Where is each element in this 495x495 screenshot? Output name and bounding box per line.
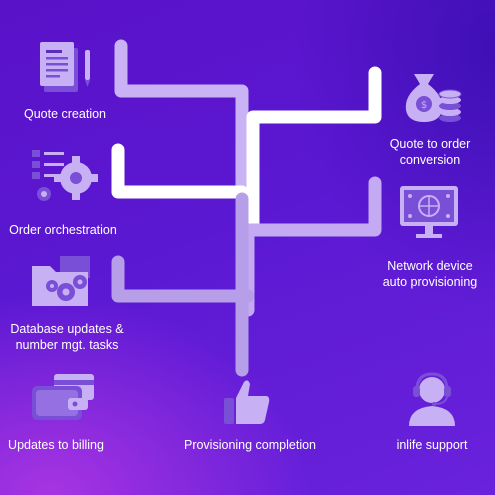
step-label-quote-to-order: Quote to order conversion xyxy=(365,136,495,168)
checklist-gear-icon xyxy=(30,148,100,204)
step-label-order-orchestration: Order orchestration xyxy=(9,223,117,237)
step-label-quote-creation: Quote creation xyxy=(24,107,106,121)
step-label-provisioning-completion: Provisioning completion xyxy=(183,438,316,452)
document-pen-icon xyxy=(38,40,100,96)
step-label-quote-to-order-line1: Quote to order xyxy=(389,137,471,151)
flow-line-conversion xyxy=(246,66,382,232)
flow-line-orchestration xyxy=(111,143,249,199)
step-label-database-updates: Database updates & number mgt. tasks xyxy=(0,321,134,353)
step-label-database-updates-line2: number mgt. tasks xyxy=(15,338,119,352)
svg-text:$: $ xyxy=(421,100,427,111)
money-bag-coins-icon: $ xyxy=(400,66,466,126)
step-label-network-device: Network device auto provisioning xyxy=(365,258,495,290)
wallet-card-icon xyxy=(30,372,96,424)
headset-agent-icon xyxy=(405,368,459,428)
monitor-globe-icon xyxy=(398,184,460,242)
step-label-network-device-line1: Network device xyxy=(387,259,473,273)
flow-line-network xyxy=(241,176,382,317)
step-label-inlife-support: inlife support xyxy=(396,438,468,452)
flow-line-quote xyxy=(114,39,249,206)
step-label-quote-to-order-line2: conversion xyxy=(399,153,461,167)
step-label-network-device-line2: auto provisioning xyxy=(382,275,478,289)
flow-line-database xyxy=(111,255,255,303)
step-label-database-updates-line1: Database updates & xyxy=(10,322,124,336)
step-label-updates-to-billing: Updates to billing xyxy=(8,438,104,452)
folder-gears-icon xyxy=(30,254,100,310)
thumbs-up-icon xyxy=(222,378,272,426)
